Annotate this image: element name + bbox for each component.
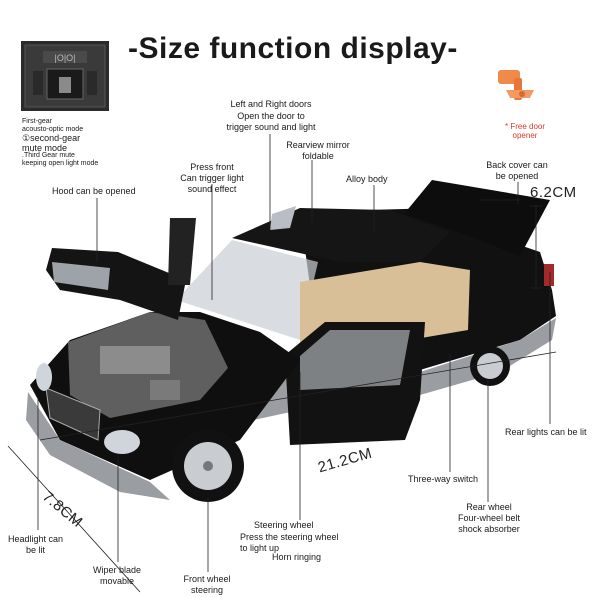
press-front-label-2: Can trigger light — [180, 173, 244, 183]
car-rear-light — [544, 264, 554, 286]
back-cover-label-1: Back cover can — [486, 160, 548, 170]
car-front-door — [168, 218, 196, 285]
front-wheel-label-2: steering — [190, 585, 224, 595]
switch-inset-image: |O|O| — [21, 41, 109, 111]
three-way-switch-label: Three-way switch — [408, 474, 479, 484]
height-dimension: 6.2CM — [530, 184, 577, 201]
switch-mode-line-5-text: Third Gear mute — [23, 152, 75, 159]
switch-mode-line-1: First-gear — [22, 118, 52, 125]
switch-mode-line-4: mute mode — [22, 143, 68, 153]
door-opener-image — [494, 68, 538, 108]
door-opener-tool-icon — [498, 70, 534, 100]
page-title: -Size function display- — [128, 32, 458, 65]
rear-wheel-label-2: Four-wheel belt — [457, 513, 521, 523]
doors-label-2: Open the door to — [237, 111, 305, 121]
car-front-bumper — [26, 392, 170, 500]
car-grille — [45, 387, 101, 441]
press-front-label-1: Press front — [190, 162, 234, 172]
switch-mode-line-3-text: second-gear — [30, 133, 81, 143]
car-headlight-right — [104, 430, 140, 454]
wiper-label-1: Wiper blade — [92, 565, 142, 575]
rear-wheel-label-3: shock absorber — [458, 524, 520, 534]
rear-wheel-label-1: Rear wheel — [466, 502, 512, 512]
car-headlight-left — [36, 363, 52, 391]
switch-mode-line-6: keeping open light mode — [22, 160, 99, 167]
mirror-label-2: foldable — [302, 151, 334, 161]
doors-label-1: Left and Right doors — [230, 99, 312, 109]
steering-label-2: Press the steering wheel — [240, 532, 339, 542]
switch-mode-line-2: acousto-optic mode — [22, 126, 84, 133]
alloy-body-label: Alloy body — [346, 174, 388, 184]
steering-label-1: Steering wheel — [254, 520, 314, 530]
door-opener-label-2: opener — [512, 131, 538, 140]
car-open-hood — [46, 248, 186, 320]
car-trunk-lid — [404, 180, 550, 256]
switch-mode-line-5: .Third Gear mute — [22, 152, 75, 159]
steering-label-3: to light up — [240, 543, 280, 553]
hood-label: Hood can be opened — [52, 186, 136, 196]
back-cover-label-2: be opened — [495, 171, 539, 181]
press-front-label-3: sound effect — [187, 184, 237, 194]
rear-lights-label: Rear lights can be lit — [505, 427, 587, 437]
steering-label-4: Horn ringing — [272, 552, 322, 562]
switch-mode-line-3: ①second-gear — [22, 133, 81, 143]
headlight-label-2: be lit — [26, 545, 46, 555]
svg-text:|O|O|: |O|O| — [54, 53, 75, 63]
three-gear-switch-icon: |O|O| — [21, 41, 109, 111]
front-wheel-label-1: Front wheel — [183, 574, 231, 584]
mirror-label-1: Rearview mirror — [286, 140, 350, 150]
wiper-label-2: movable — [99, 576, 135, 586]
headlight-label-1: Headlight can — [8, 534, 64, 544]
door-opener-label-1: * Free door — [504, 122, 546, 131]
car-windshield — [176, 240, 318, 340]
doors-label-3: trigger sound and light — [226, 122, 316, 132]
